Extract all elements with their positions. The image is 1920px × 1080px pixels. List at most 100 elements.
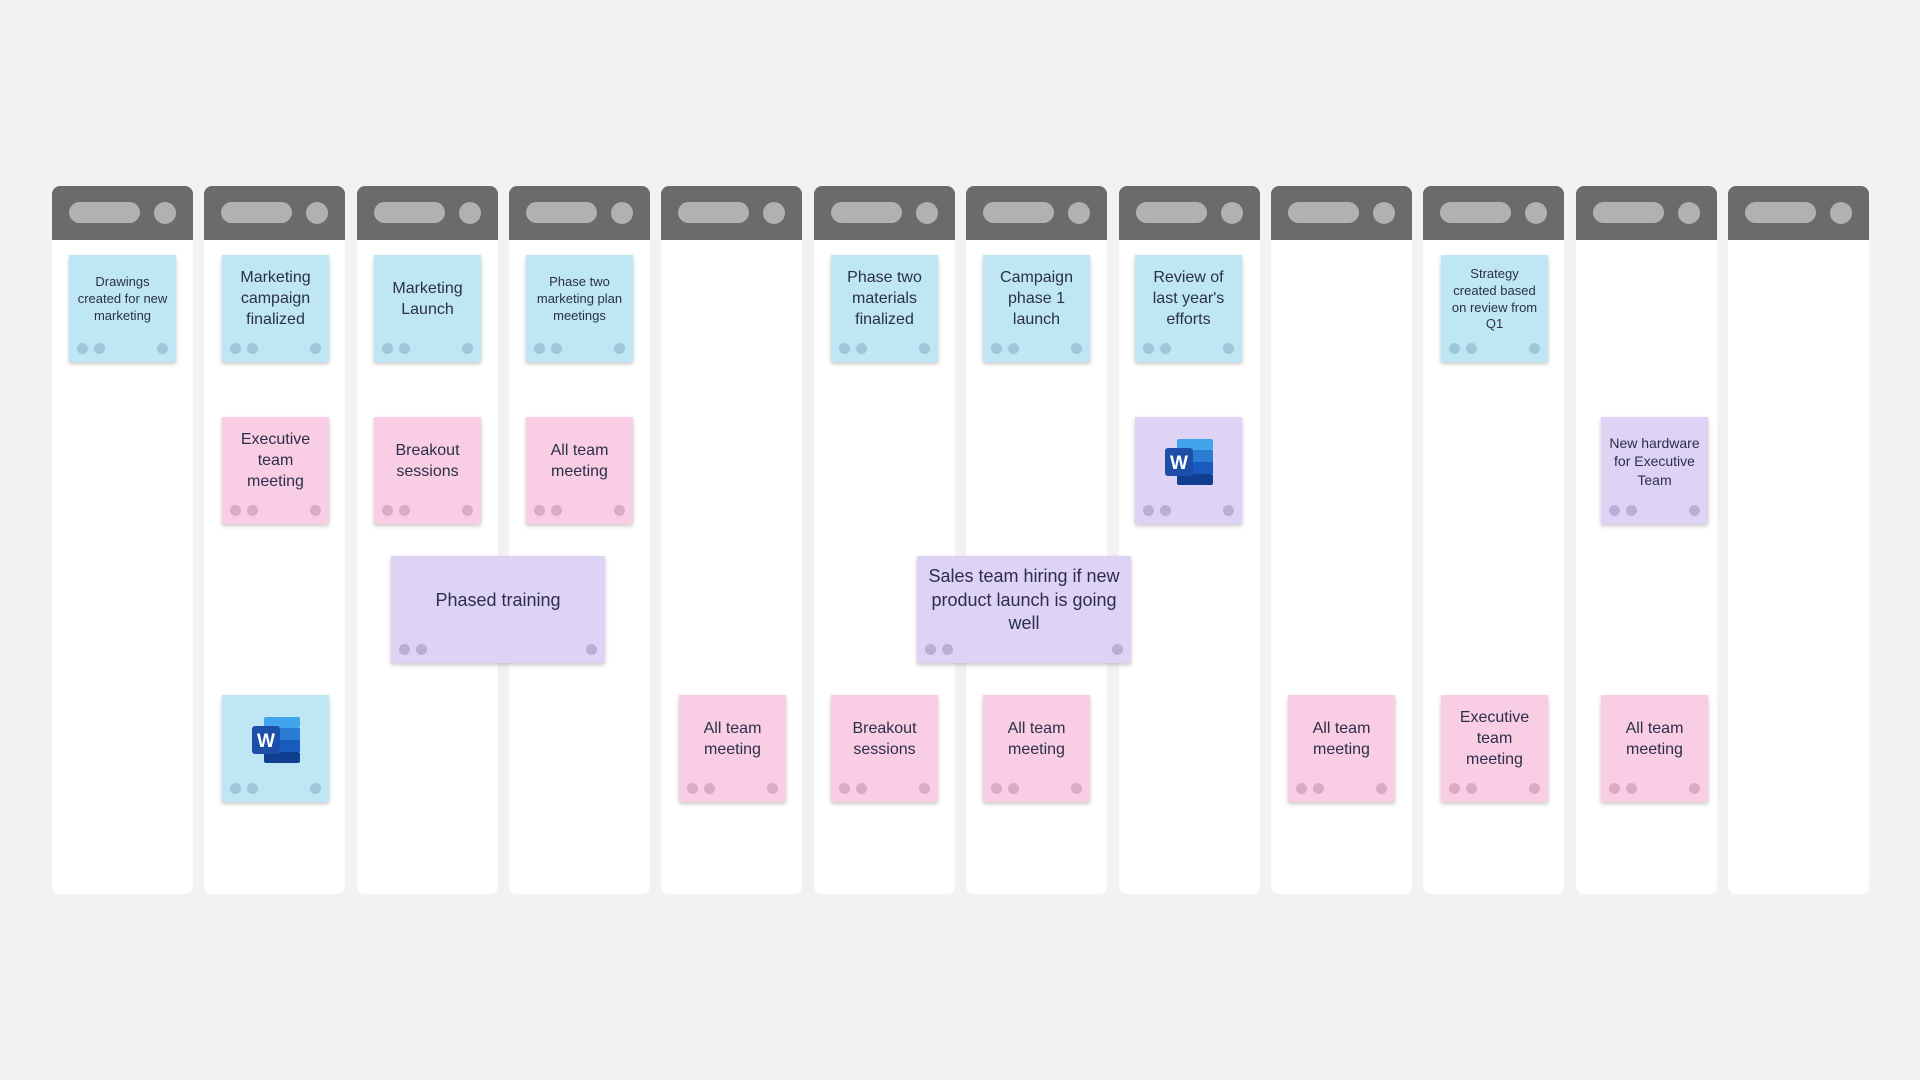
column-title-placeholder [1745,202,1816,223]
note-dot [230,343,241,354]
column-header[interactable] [204,186,345,240]
note-dot [551,505,562,516]
sticky-note[interactable]: Strategy created based on review from Q1 [1441,255,1548,362]
note-dot [416,644,427,655]
note-text: Executive team meeting [240,431,311,490]
note-dot [1160,505,1171,516]
note-dot [1626,505,1637,516]
note-text: Phase two marketing plan meetings [536,274,623,323]
column-title-placeholder [69,202,140,223]
sticky-note[interactable]: Phase two marketing plan meetings [526,255,633,362]
sticky-note-word-file[interactable]: W [1135,417,1242,524]
note-dot [1296,783,1307,794]
note-dot [551,343,562,354]
note-text: All team meeting [703,719,762,758]
note-dot [382,505,393,516]
note-dot [1223,343,1234,354]
sticky-note[interactable]: Breakout sessions [831,695,938,802]
column-header[interactable] [1728,186,1869,240]
note-dot [839,343,850,354]
sticky-note[interactable]: Executive team meeting [1441,695,1548,802]
word-document-icon: W [251,716,300,763]
note-dot [1313,783,1324,794]
note-dot [942,644,953,655]
note-dot [1529,783,1540,794]
sticky-note-wide[interactable]: Sales team hiring if new product launch … [917,556,1131,663]
note-text: Phase two materials finalized [847,269,922,328]
sticky-note[interactable]: Breakout sessions [374,417,481,524]
note-dot [399,343,410,354]
column-header[interactable] [1271,186,1412,240]
column-header[interactable] [357,186,498,240]
sticky-note-word-file[interactable]: W [222,695,329,802]
column-header[interactable] [1423,186,1564,240]
column-header[interactable] [1119,186,1260,240]
sticky-note[interactable]: All team meeting [679,695,786,802]
column-avatar-placeholder[interactable] [1525,202,1547,224]
column-avatar-placeholder[interactable] [459,202,481,224]
column-avatar-placeholder[interactable] [1830,202,1852,224]
sticky-note-wide[interactable]: Phased training [391,556,605,663]
column-title-placeholder [526,202,597,223]
column-avatar-placeholder[interactable] [1373,202,1395,224]
sticky-note[interactable]: Phase two materials finalized [831,255,938,362]
column-12[interactable] [1728,186,1869,894]
note-dot [919,783,930,794]
note-dot [230,505,241,516]
note-text: Breakout sessions [852,719,917,758]
note-dot [991,783,1002,794]
note-dot [77,343,88,354]
note-text: Review of last year's efforts [1152,269,1225,328]
column-header[interactable] [966,186,1107,240]
sticky-note[interactable]: All team meeting [1601,695,1708,802]
note-dot [310,505,321,516]
column-header[interactable] [661,186,802,240]
sticky-note[interactable]: All team meeting [1288,695,1395,802]
note-dot [247,505,258,516]
note-dot [310,783,321,794]
note-dot [856,343,867,354]
column-title-placeholder [374,202,445,223]
sticky-note[interactable]: Marketing campaign finalized [222,255,329,362]
sticky-note[interactable]: Marketing Launch [374,255,481,362]
note-dot [1143,343,1154,354]
note-dot [462,343,473,354]
note-text: Breakout sessions [395,441,460,480]
column-avatar-placeholder[interactable] [1068,202,1090,224]
column-title-placeholder [1288,202,1359,223]
column-avatar-placeholder[interactable] [306,202,328,224]
sticky-note[interactable]: All team meeting [526,417,633,524]
column-title-placeholder [1136,202,1207,223]
note-dot [247,783,258,794]
sticky-note[interactable]: Review of last year's efforts [1135,255,1242,362]
sticky-note[interactable]: Drawings created for new marketing [69,255,176,362]
column-header[interactable] [52,186,193,240]
note-dot [1008,783,1019,794]
note-dot [991,343,1002,354]
column-avatar-placeholder[interactable] [611,202,633,224]
note-dot [614,505,625,516]
column-title-placeholder [221,202,292,223]
word-document-icon: W [1164,438,1213,485]
column-avatar-placeholder[interactable] [1678,202,1700,224]
column-header[interactable] [509,186,650,240]
word-icon-letter: W [257,731,275,752]
column-avatar-placeholder[interactable] [763,202,785,224]
column-header[interactable] [814,186,955,240]
column-header[interactable] [1576,186,1717,240]
note-dot [1071,343,1082,354]
note-dot [1689,505,1700,516]
column-avatar-placeholder[interactable] [1221,202,1243,224]
sticky-note[interactable]: Executive team meeting [222,417,329,524]
note-dot [1071,783,1082,794]
note-dot [767,783,778,794]
sticky-note[interactable]: New hardware for Executive Team [1601,417,1708,524]
note-text: Campaign phase 1 launch [1000,269,1073,328]
note-dot [856,783,867,794]
sticky-note[interactable]: All team meeting [983,695,1090,802]
note-dot [534,343,545,354]
sticky-note[interactable]: Campaign phase 1 launch [983,255,1090,362]
column-avatar-placeholder[interactable] [916,202,938,224]
column-avatar-placeholder[interactable] [154,202,176,224]
